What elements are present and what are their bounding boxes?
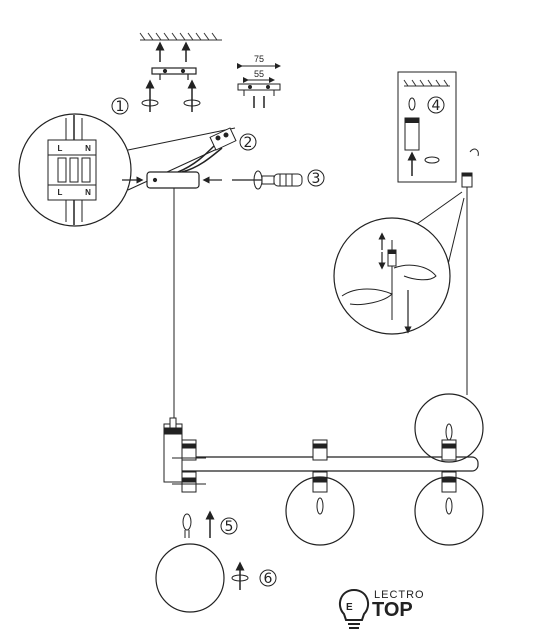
svg-text:E: E [346,602,353,613]
wire-connector [177,127,237,173]
step-4-inset [397,71,457,183]
step-1-circle [111,97,129,115]
brand-big-text: TOP [372,599,413,621]
cable-gripper-top [461,148,479,188]
lamp-holder-left [172,439,206,493]
step-2-number: 2 [244,135,253,151]
glass-globe-middle [285,476,355,546]
g9-bulb [182,510,215,538]
step-2-circle [239,133,257,151]
dimension-75: 75 [254,54,264,64]
terminal-label-n-bottom: N [85,188,91,197]
screw-arrows-top [155,41,191,62]
terminal-block-detail [18,113,236,227]
brand-logo: E [338,588,370,629]
dimension-55: 55 [254,69,264,79]
mounting-bracket [151,67,197,80]
glass-globe-loose [155,543,225,613]
glass-globe-bottom-right [414,476,484,546]
left-bar-end [163,417,183,483]
canopy [122,171,222,189]
glass-globe-top-right [414,393,484,463]
step-3-number: 3 [312,171,321,187]
dimension-bracket [237,63,281,108]
terminal-label-n-top: N [85,144,91,153]
step-5-number: 5 [225,519,234,535]
brand-small-text: LECTRO [374,589,425,601]
ceiling-hatch [139,32,222,41]
step-3-circle [307,169,325,187]
step-6-number: 6 [264,571,273,587]
step-6-circle [259,569,277,587]
terminal-label-l-top: L [58,144,63,153]
step-1-number: 1 [116,99,125,115]
screw-arrows-bottom [145,79,197,112]
step-4-number: 4 [432,98,441,114]
terminal-label-l-bottom: L [58,188,63,197]
step-4-circle [427,96,445,114]
hand-adjust-detail [333,191,465,335]
rotation-icon-1 [141,99,201,107]
step-5-circle [220,517,238,535]
rotation-icon-6 [231,561,249,590]
screwdriver [232,170,303,190]
